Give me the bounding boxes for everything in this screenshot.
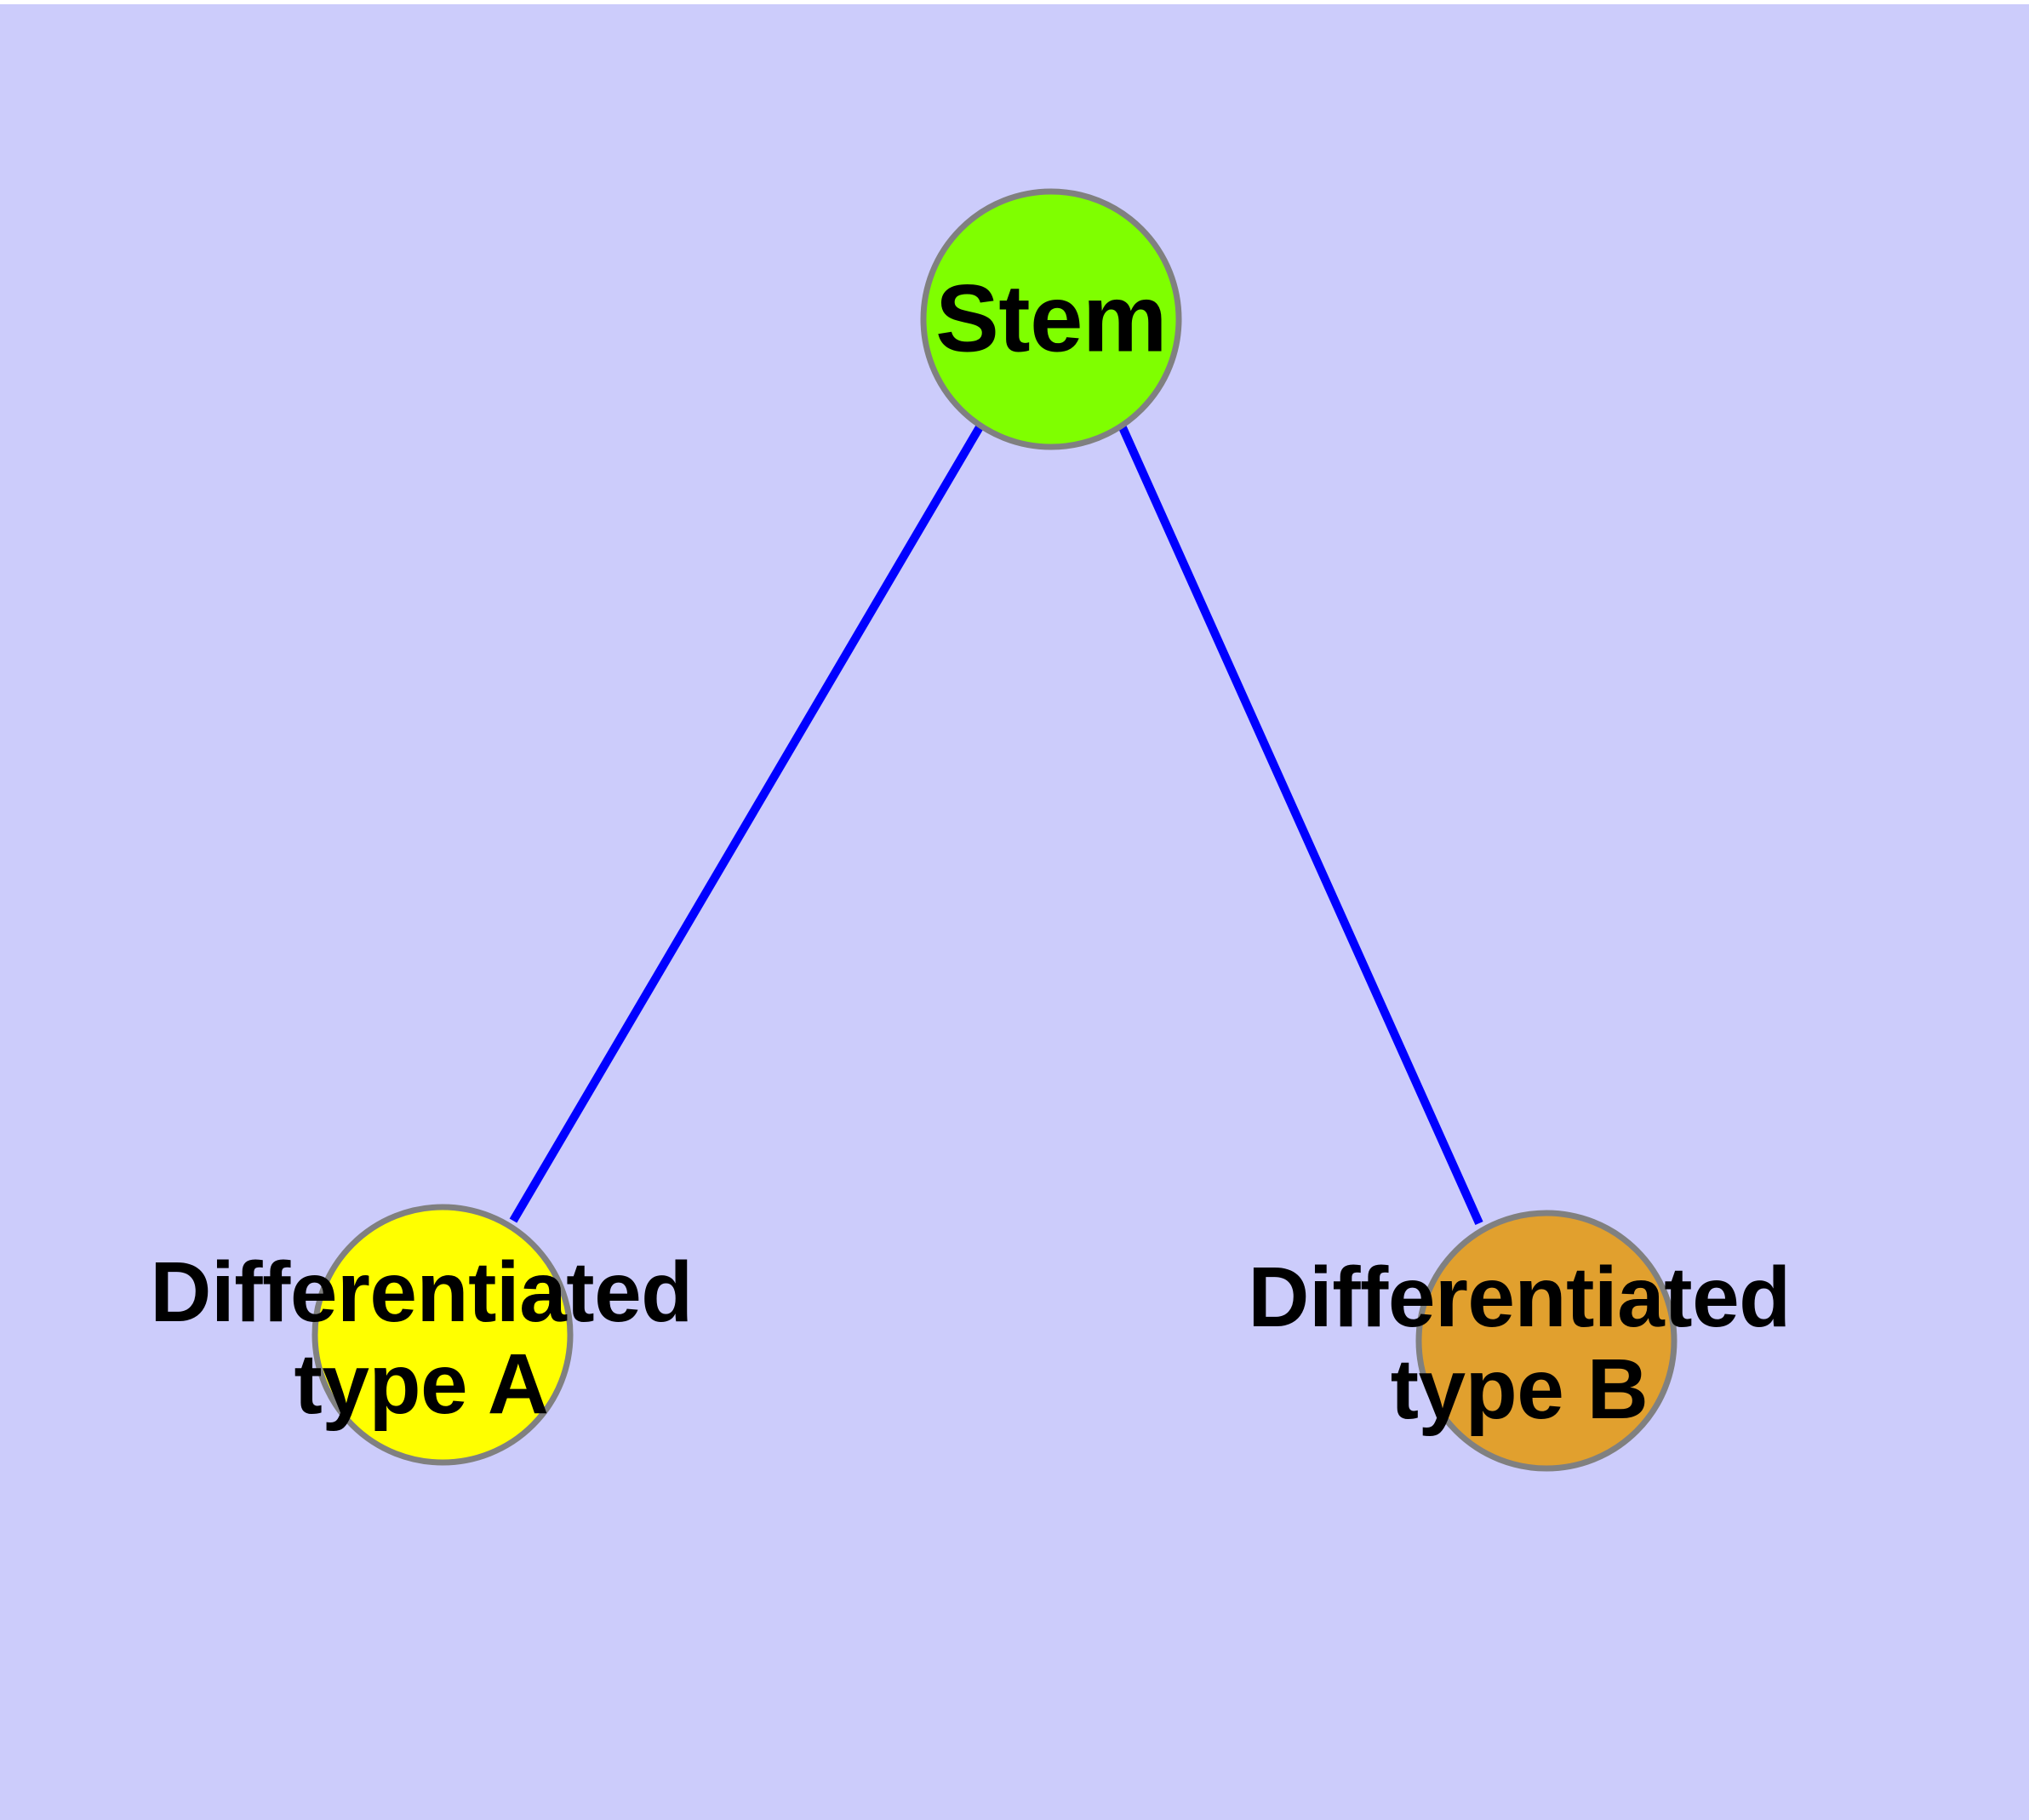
edge-layer: [509, 423, 1483, 1226]
node-layer: [311, 188, 1677, 1472]
node-differentiated-type-b[interactable]: [1415, 1210, 1677, 1472]
edge-stem-to-differentiated-type-b: [1117, 423, 1483, 1226]
node-differentiated-type-a[interactable]: [311, 1204, 574, 1466]
edge-stem-to-differentiated-type-a: [509, 423, 985, 1223]
node-stem[interactable]: [920, 188, 1182, 450]
